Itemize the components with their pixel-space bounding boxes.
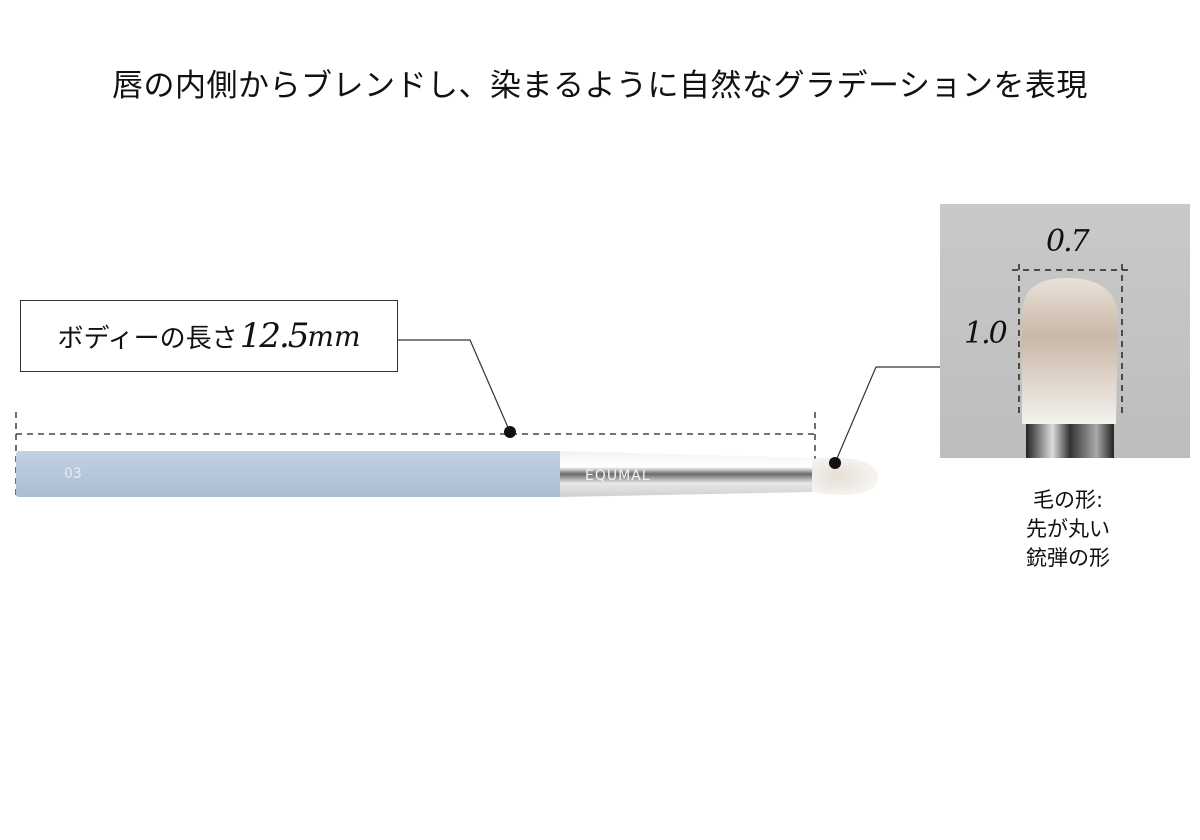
- body-length-label: ボディーの長さ 12.5 mm: [20, 300, 398, 372]
- caption-line: 先が丸い: [1026, 517, 1110, 541]
- caption-line: 毛の形:: [1032, 488, 1104, 512]
- leader-lines: [398, 339, 940, 464]
- brush-ferrule: [560, 451, 812, 497]
- model-number: 03: [64, 466, 82, 482]
- caption-line: 銃弾の形: [1026, 546, 1110, 570]
- bristle-shape-caption: 毛の形: 先が丸い 銃弾の形: [990, 486, 1146, 573]
- body-length-value: 12.5: [239, 316, 310, 356]
- headline: 唇の内側からブレンドし、染まるように自然なグラデーションを表現: [112, 68, 1088, 104]
- brush-handle: [16, 451, 562, 497]
- closeup-illustration: [1012, 264, 1130, 458]
- dimension-dot: [504, 426, 516, 438]
- bristle-closeup-photo: 0.7 1.0: [940, 204, 1190, 458]
- tip-dot: [829, 457, 841, 469]
- height-dimension: 1.0: [964, 316, 1008, 351]
- width-dimension: 0.7: [1046, 224, 1090, 259]
- body-length-unit: mm: [307, 319, 361, 353]
- body-length-text: ボディーの長さ: [57, 323, 238, 354]
- brand-imprint: EQUMAL: [585, 468, 651, 484]
- brush-bristles: [812, 457, 878, 495]
